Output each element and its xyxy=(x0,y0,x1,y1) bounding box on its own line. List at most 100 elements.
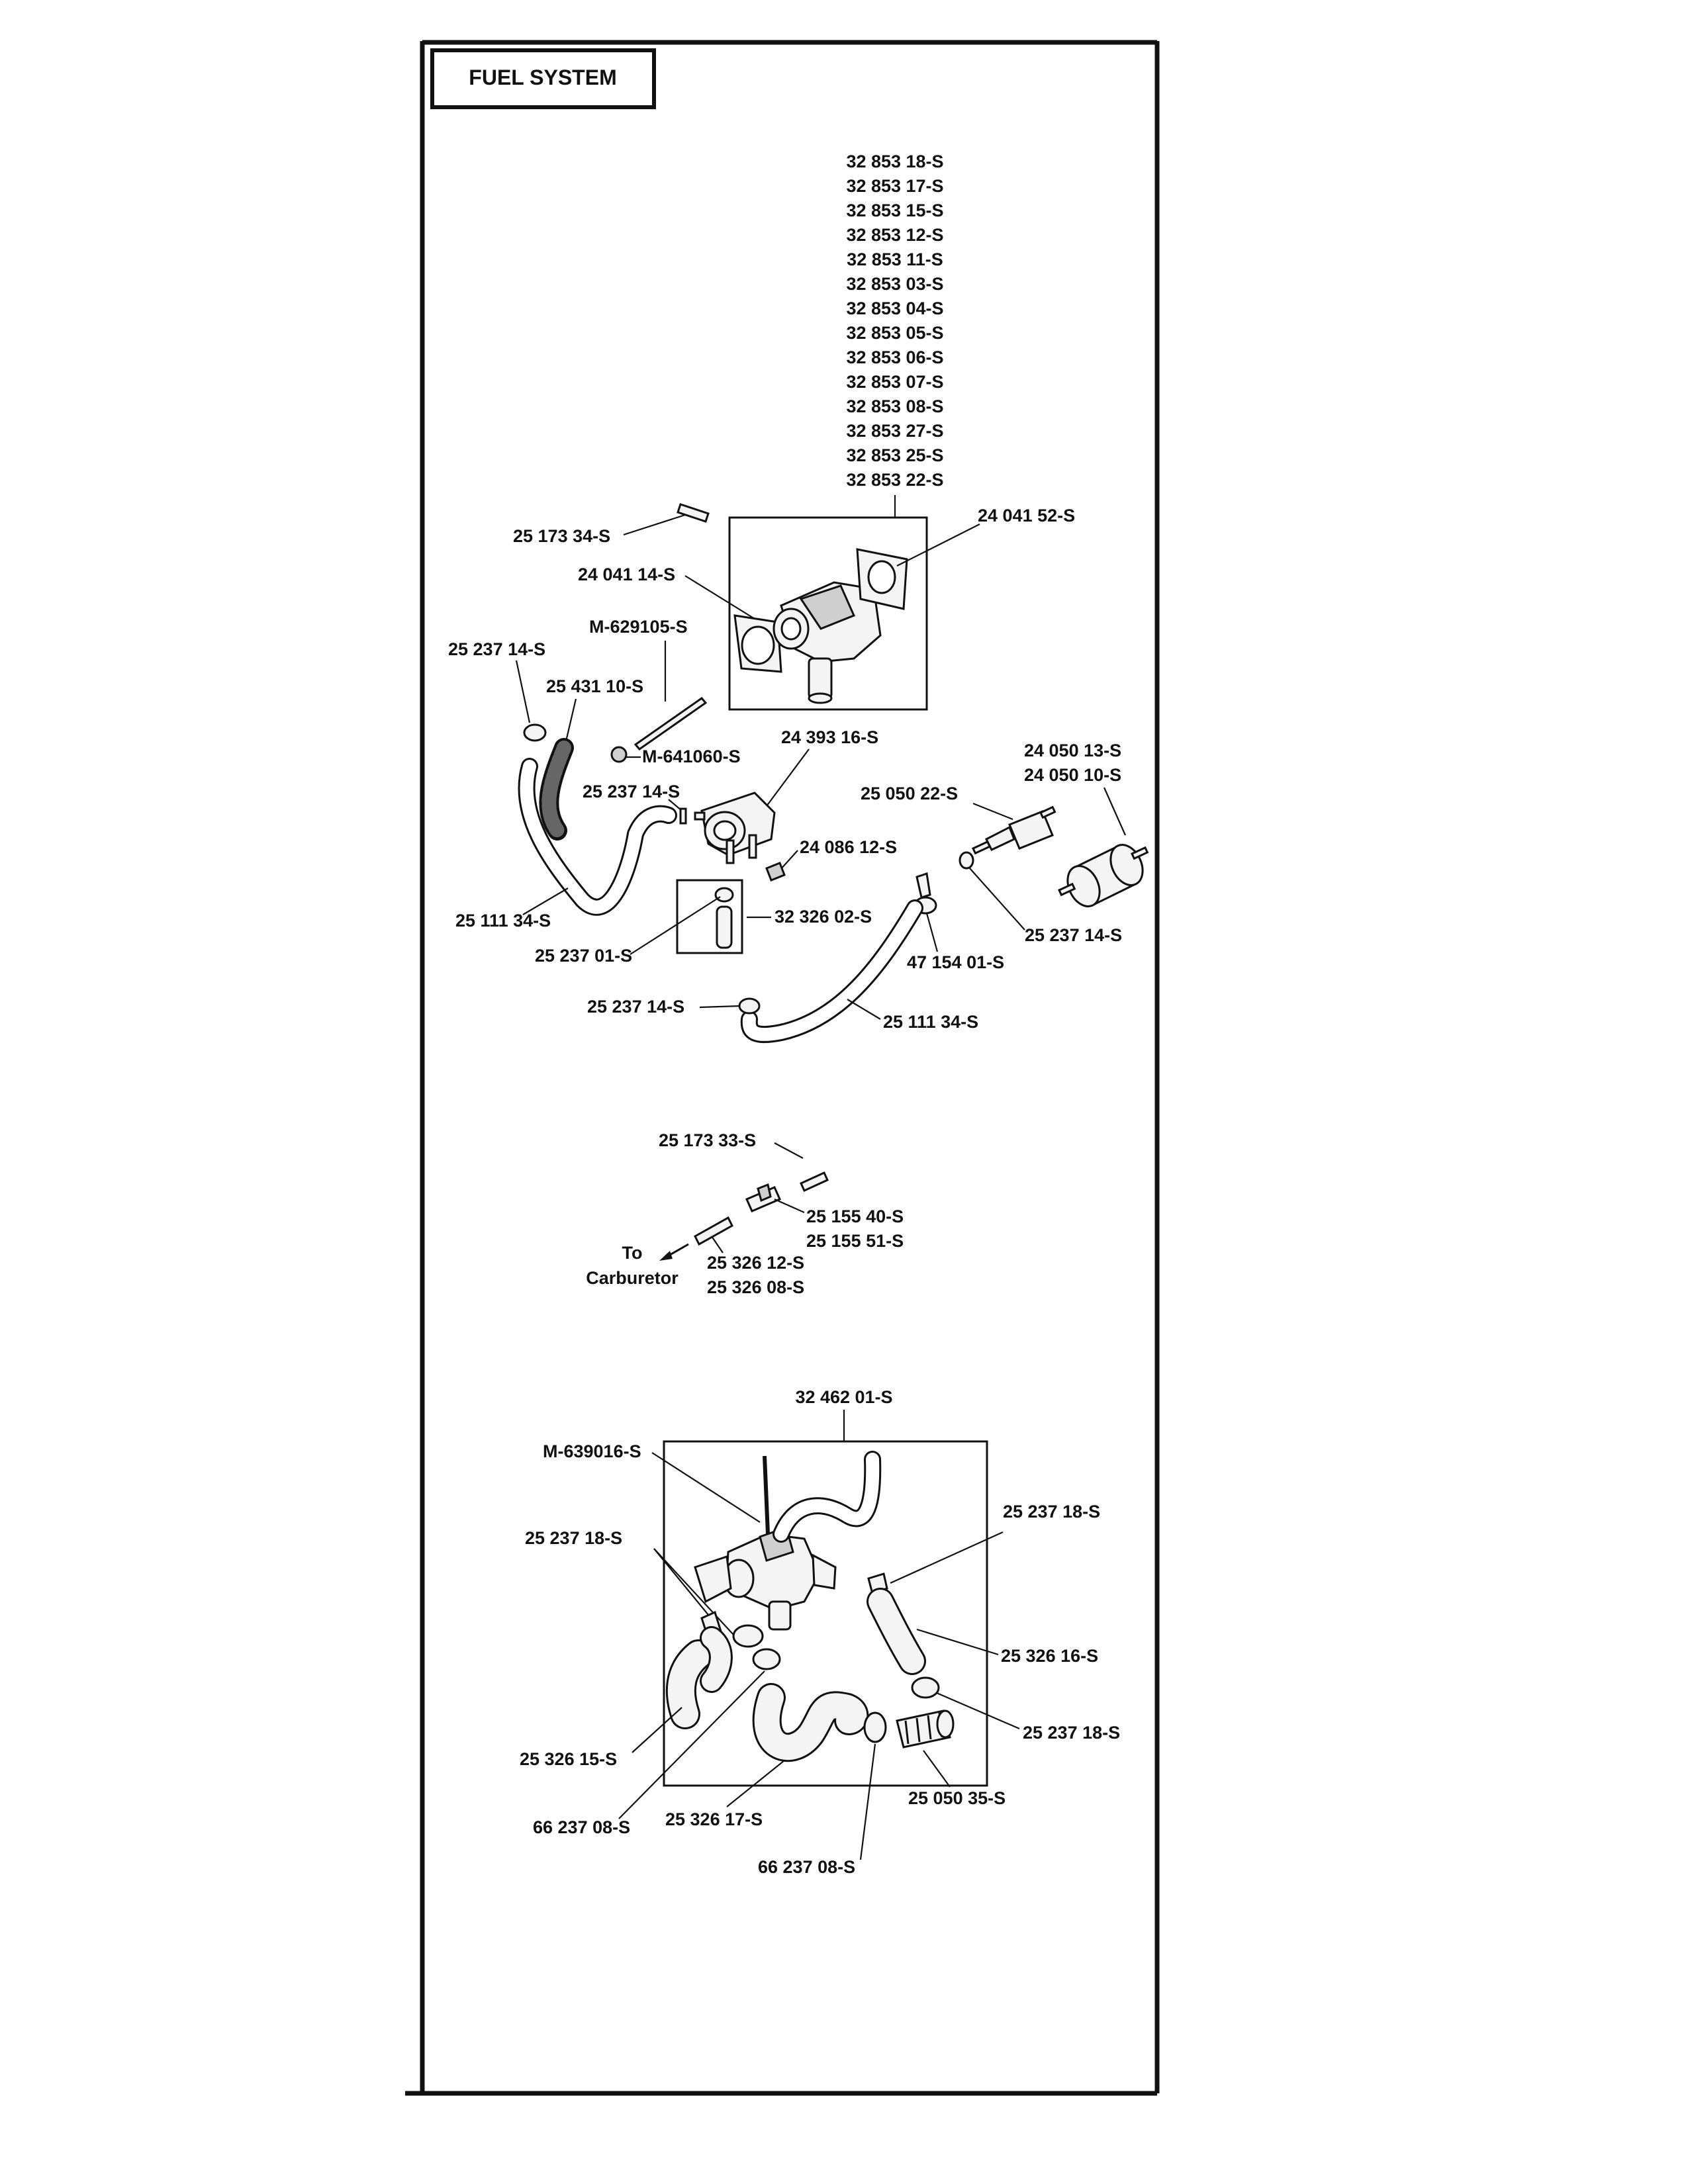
leader-line xyxy=(859,1743,876,1860)
part-label: 25 237 01-S xyxy=(535,946,632,966)
part-label: 25 050 22-S xyxy=(861,784,958,803)
part-label: 24 050 13-S xyxy=(1024,741,1121,760)
part-label: 25 237 18-S xyxy=(1003,1502,1100,1522)
carburetor-part-number: 32 853 05-S xyxy=(846,323,943,343)
carburetor-box xyxy=(728,516,928,711)
shutoff-valve-shape xyxy=(745,1183,781,1212)
part-label: 25 326 15-S xyxy=(520,1749,617,1769)
leader-line xyxy=(630,896,721,955)
leader-line xyxy=(916,1628,999,1656)
carburetor-part-number: 32 853 11-S xyxy=(847,250,943,269)
part-label: 25 326 16-S xyxy=(1001,1646,1098,1666)
part-label: 66 237 08-S xyxy=(533,1817,630,1837)
carburetor-part-number: 32 853 06-S xyxy=(846,347,943,367)
fuel-pump-shape xyxy=(694,792,776,864)
part-label: 25 173 33-S xyxy=(659,1130,756,1150)
leader-line xyxy=(623,514,686,536)
part-label: 32 326 02-S xyxy=(774,907,872,927)
part-label: 24 086 12-S xyxy=(800,837,897,857)
clamp-shape xyxy=(752,1648,781,1670)
screw-shape xyxy=(765,862,786,882)
leader-line xyxy=(522,887,569,915)
carburetor-part-number: 32 853 04-S xyxy=(846,298,943,318)
fuel-hose-elbow-shape xyxy=(752,1683,869,1762)
part-label: 25 326 17-S xyxy=(665,1809,763,1829)
part-label: 25 111 34-S xyxy=(455,911,551,931)
tube-upper-shape xyxy=(800,1171,829,1192)
leader-line xyxy=(726,1760,785,1807)
part-label: 25 237 14-S xyxy=(448,639,545,659)
inline-filter-large-shape xyxy=(1058,844,1149,907)
fitting-shape xyxy=(716,905,733,949)
leader-line xyxy=(766,749,810,807)
leader-line xyxy=(847,999,881,1020)
part-label: 47 154 01-S xyxy=(907,952,1004,972)
leader-line xyxy=(972,802,1013,821)
vent-hose-shape xyxy=(773,1451,882,1543)
part-label: 24 041 52-S xyxy=(978,506,1075,525)
clamp-shape xyxy=(523,723,547,742)
leader-line xyxy=(653,1548,709,1615)
clamp-shape xyxy=(732,1624,764,1648)
leader-line xyxy=(684,575,755,619)
inline-filter-small-shape xyxy=(972,805,1056,855)
clamp-shape xyxy=(911,1676,940,1699)
carburetor-part-number: 32 853 03-S xyxy=(846,274,943,294)
carburetor-part-number: 32 853 22-S xyxy=(846,470,943,490)
carburetor-part-number: 32 853 15-S xyxy=(846,201,943,220)
part-label: 25 431 10-S xyxy=(546,676,643,696)
page-title: FUEL SYSTEM xyxy=(469,66,616,89)
part-label: 25 326 12-S xyxy=(707,1253,804,1273)
carburetor-part-number: 32 853 12-S xyxy=(846,225,943,245)
carburetor-part-number: 32 853 07-S xyxy=(846,372,943,392)
part-label: M-641060-S xyxy=(642,747,741,766)
leader-line xyxy=(969,868,1025,931)
clamp-shape xyxy=(738,997,761,1015)
part-label: 25 237 18-S xyxy=(1023,1723,1120,1743)
clamp-shape xyxy=(863,1711,887,1743)
part-label: 66 237 08-S xyxy=(758,1857,855,1877)
strainer-shape xyxy=(896,1709,955,1749)
carburetor-part-number-list: 32 853 18-S 32 853 17-S 32 853 15-S 32 8… xyxy=(846,152,944,518)
leader-line xyxy=(896,523,980,567)
leader-line xyxy=(923,1750,951,1788)
leader-line xyxy=(699,1005,741,1009)
part-label: 24 050 10-S xyxy=(1024,765,1121,785)
leader-line xyxy=(565,698,577,742)
destination-label: Carburetor xyxy=(586,1268,679,1288)
leader-line xyxy=(925,913,939,952)
leader-line xyxy=(1103,787,1127,836)
leader-line xyxy=(711,1236,724,1253)
part-label: 25 155 40-S xyxy=(806,1206,904,1226)
fuel-hose-left-elbow xyxy=(665,1626,733,1729)
leader-line xyxy=(779,850,798,871)
carburetor-part-number: 32 853 25-S xyxy=(846,445,943,465)
leader-line xyxy=(515,660,531,723)
leader-line xyxy=(774,1198,805,1214)
leader-line xyxy=(653,1548,734,1635)
carburetor-part-number: 32 853 18-S xyxy=(846,152,943,171)
stud-shape xyxy=(633,696,708,751)
part-label: 25 326 08-S xyxy=(707,1277,804,1297)
leader-line xyxy=(618,1670,765,1819)
part-label: 25 173 34-S xyxy=(513,526,610,546)
destination-label: To xyxy=(622,1243,643,1263)
clamp-shape xyxy=(959,851,974,870)
carburetor-part-number: 32 853 27-S xyxy=(846,421,943,441)
tank-valve-body-shape xyxy=(694,1455,837,1631)
fuel-hose-bottom xyxy=(740,899,923,1044)
leader-line xyxy=(774,1142,804,1159)
part-label: M-629105-S xyxy=(589,617,688,637)
part-label: 25 237 18-S xyxy=(525,1528,622,1548)
part-label: 24 393 16-S xyxy=(781,727,878,747)
part-label: 25 237 14-S xyxy=(1025,925,1122,945)
leader-line xyxy=(651,1452,761,1523)
tank-valve-box xyxy=(663,1440,988,1787)
title-box: FUEL SYSTEM xyxy=(430,48,656,109)
carburetor-part-number: 32 853 17-S xyxy=(846,176,943,196)
leader-line xyxy=(890,1531,1004,1584)
leader-line xyxy=(936,1692,1020,1730)
part-label: 25 111 34-S xyxy=(883,1012,978,1032)
clip-shape xyxy=(915,872,931,899)
